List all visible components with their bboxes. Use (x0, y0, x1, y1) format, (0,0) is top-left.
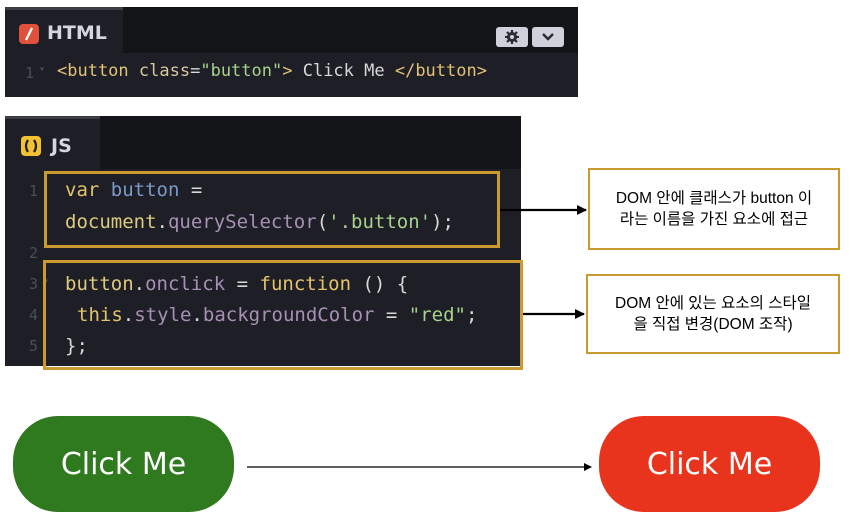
code-token: style (134, 304, 192, 326)
js-code-line-4[interactable]: this.style.backgroundColor = "red"; (77, 304, 477, 326)
line-number: 4 (29, 306, 39, 324)
code-token: class (138, 61, 191, 81)
code-token: function (259, 273, 352, 295)
html-tab[interactable]: HTML (5, 7, 123, 53)
code-token: () { (351, 273, 409, 295)
js-editor-panel: JS 1 2 3 ▾ 4 5 (5, 116, 521, 366)
settings-button[interactable] (496, 27, 528, 47)
code-token: querySelector (167, 211, 317, 233)
js-code-line-1[interactable]: var button = (65, 179, 202, 201)
code-token: ); (431, 211, 454, 233)
code-token: . (133, 273, 146, 295)
code-token: . (122, 304, 135, 326)
highlight-box-onclick (43, 260, 523, 370)
note-line: 을 직접 변경(DOM 조작) (633, 316, 793, 333)
code-token: . (156, 211, 168, 233)
fold-marker: ▾ (39, 64, 46, 75)
code-token: '.button' (328, 211, 432, 233)
html-tab-label: HTML (47, 22, 107, 44)
code-token: ; (466, 304, 478, 326)
code-token: </button> (394, 61, 487, 81)
click-me-button-before[interactable]: Click Me (13, 416, 234, 512)
fold-marker: ▾ (43, 276, 50, 287)
code-token: <button (57, 61, 129, 81)
code-token: onclick (145, 273, 226, 295)
js-code-line-1-cont[interactable]: document.querySelector('.button'); (65, 211, 454, 233)
code-token: Click Me (292, 61, 395, 81)
code-token: = (225, 273, 260, 295)
code-token: "red" (408, 304, 466, 326)
code-token: var (65, 179, 100, 201)
code-token: this (77, 304, 123, 326)
line-number: 1 (25, 64, 35, 82)
html-code-line[interactable]: <button class="button"> Click Me </butto… (57, 60, 487, 82)
code-token: = (190, 61, 201, 81)
note-line: DOM 안에 클래스가 button 이 (615, 190, 813, 207)
code-token: document (65, 211, 157, 233)
highlight-box-queryselector (44, 171, 500, 248)
line-number: 3 (29, 275, 39, 293)
code-token: ( (316, 211, 329, 233)
html-icon (19, 24, 39, 44)
line-number: 5 (29, 337, 39, 355)
js-code-line-3[interactable]: button.onclick = function () { (65, 273, 408, 295)
code-token: = (374, 304, 409, 326)
code-token: button (110, 179, 180, 201)
js-code-line-5[interactable]: }; (65, 335, 88, 357)
note-line: DOM 안에 있는 요소의 스타일 (615, 295, 811, 312)
html-tab-bar: HTML (5, 7, 578, 53)
line-number: 1 (29, 182, 39, 200)
code-token: = (190, 179, 203, 201)
line-number: 2 (29, 244, 39, 262)
code-token: backgroundColor (202, 304, 375, 326)
code-token: . (191, 304, 203, 326)
note-line: 라는 이름을 가진 요소에 접근 (619, 211, 809, 228)
code-token: }; (65, 335, 88, 357)
code-token: > (282, 61, 293, 81)
code-token: button (65, 273, 134, 295)
js-icon (21, 136, 41, 156)
chevron-down-icon (542, 33, 554, 41)
gear-icon (505, 30, 519, 44)
code-token: "button" (200, 61, 283, 81)
click-me-button-after[interactable]: Click Me (599, 416, 820, 512)
js-tab-bar: JS (5, 116, 521, 169)
js-tab-label: JS (51, 135, 72, 157)
js-tab[interactable]: JS (5, 116, 100, 169)
collapse-button[interactable] (532, 27, 564, 47)
html-editor-panel: HTML 1 ▾ <button class="button"> Click M… (5, 7, 578, 97)
